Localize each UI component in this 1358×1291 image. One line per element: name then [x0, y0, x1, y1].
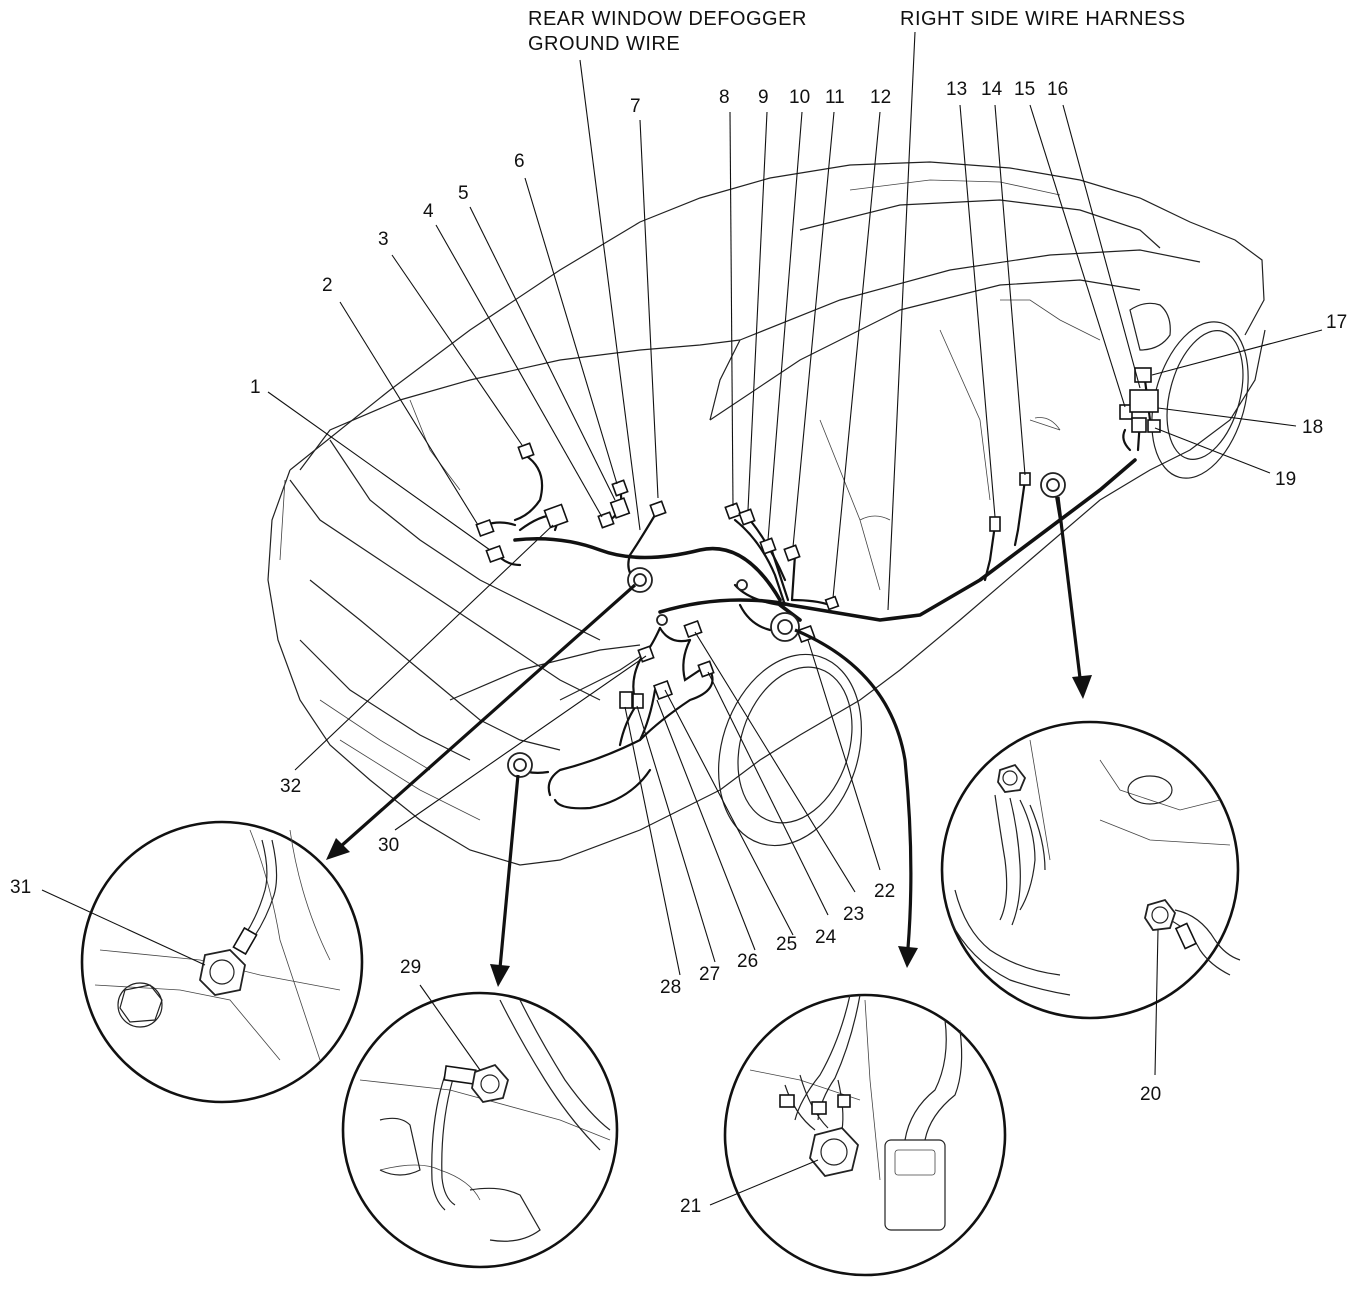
car-body — [267, 161, 1266, 866]
detail-view-29 — [341, 984, 619, 1269]
detail-view-21 — [709, 993, 1007, 1277]
callout-28: 28 — [660, 977, 682, 998]
callout-3: 3 — [378, 229, 389, 250]
wire-harness — [483, 378, 1152, 810]
callout-13: 13 — [946, 79, 968, 100]
callout-23: 23 — [843, 904, 865, 925]
callout-2: 2 — [322, 275, 333, 296]
callout-24: 24 — [815, 927, 837, 948]
callout-15: 15 — [1014, 79, 1036, 100]
callout-5: 5 — [458, 183, 469, 204]
callout-16: 16 — [1047, 79, 1069, 100]
leader-lines — [267, 31, 1323, 976]
callout-21: 21 — [680, 1196, 702, 1217]
header-right-side-wire-harness: RIGHT SIDE WIRE HARNESS — [900, 8, 1186, 30]
callout-25: 25 — [776, 934, 798, 955]
detail-arrows — [326, 496, 1092, 987]
callout-18: 18 — [1302, 417, 1324, 438]
callout-30: 30 — [378, 835, 400, 856]
detail-view-31 — [41, 820, 364, 1104]
callout-12: 12 — [870, 87, 892, 108]
callout-32: 32 — [280, 776, 302, 797]
header-rear-window-defogger: REAR WINDOW DEFOGGER — [528, 8, 807, 30]
callout-8: 8 — [719, 87, 730, 108]
connectors — [475, 367, 1161, 778]
callout-20: 20 — [1140, 1084, 1162, 1105]
callout-22: 22 — [874, 881, 896, 902]
callout-26: 26 — [737, 951, 759, 972]
callout-10: 10 — [789, 87, 811, 108]
callout-19: 19 — [1275, 469, 1297, 490]
detail-view-20 — [940, 720, 1241, 1076]
callout-31: 31 — [10, 877, 32, 898]
callout-6: 6 — [514, 151, 525, 172]
callout-1: 1 — [250, 377, 261, 398]
callout-7: 7 — [630, 96, 641, 117]
callout-11: 11 — [825, 87, 845, 108]
callout-9: 9 — [758, 87, 769, 108]
callout-29: 29 — [400, 957, 422, 978]
header-ground-wire: GROUND WIRE — [528, 33, 681, 55]
callout-17: 17 — [1326, 312, 1348, 333]
callout-14: 14 — [981, 79, 1003, 100]
callout-4: 4 — [423, 201, 434, 222]
callout-27: 27 — [699, 964, 721, 985]
